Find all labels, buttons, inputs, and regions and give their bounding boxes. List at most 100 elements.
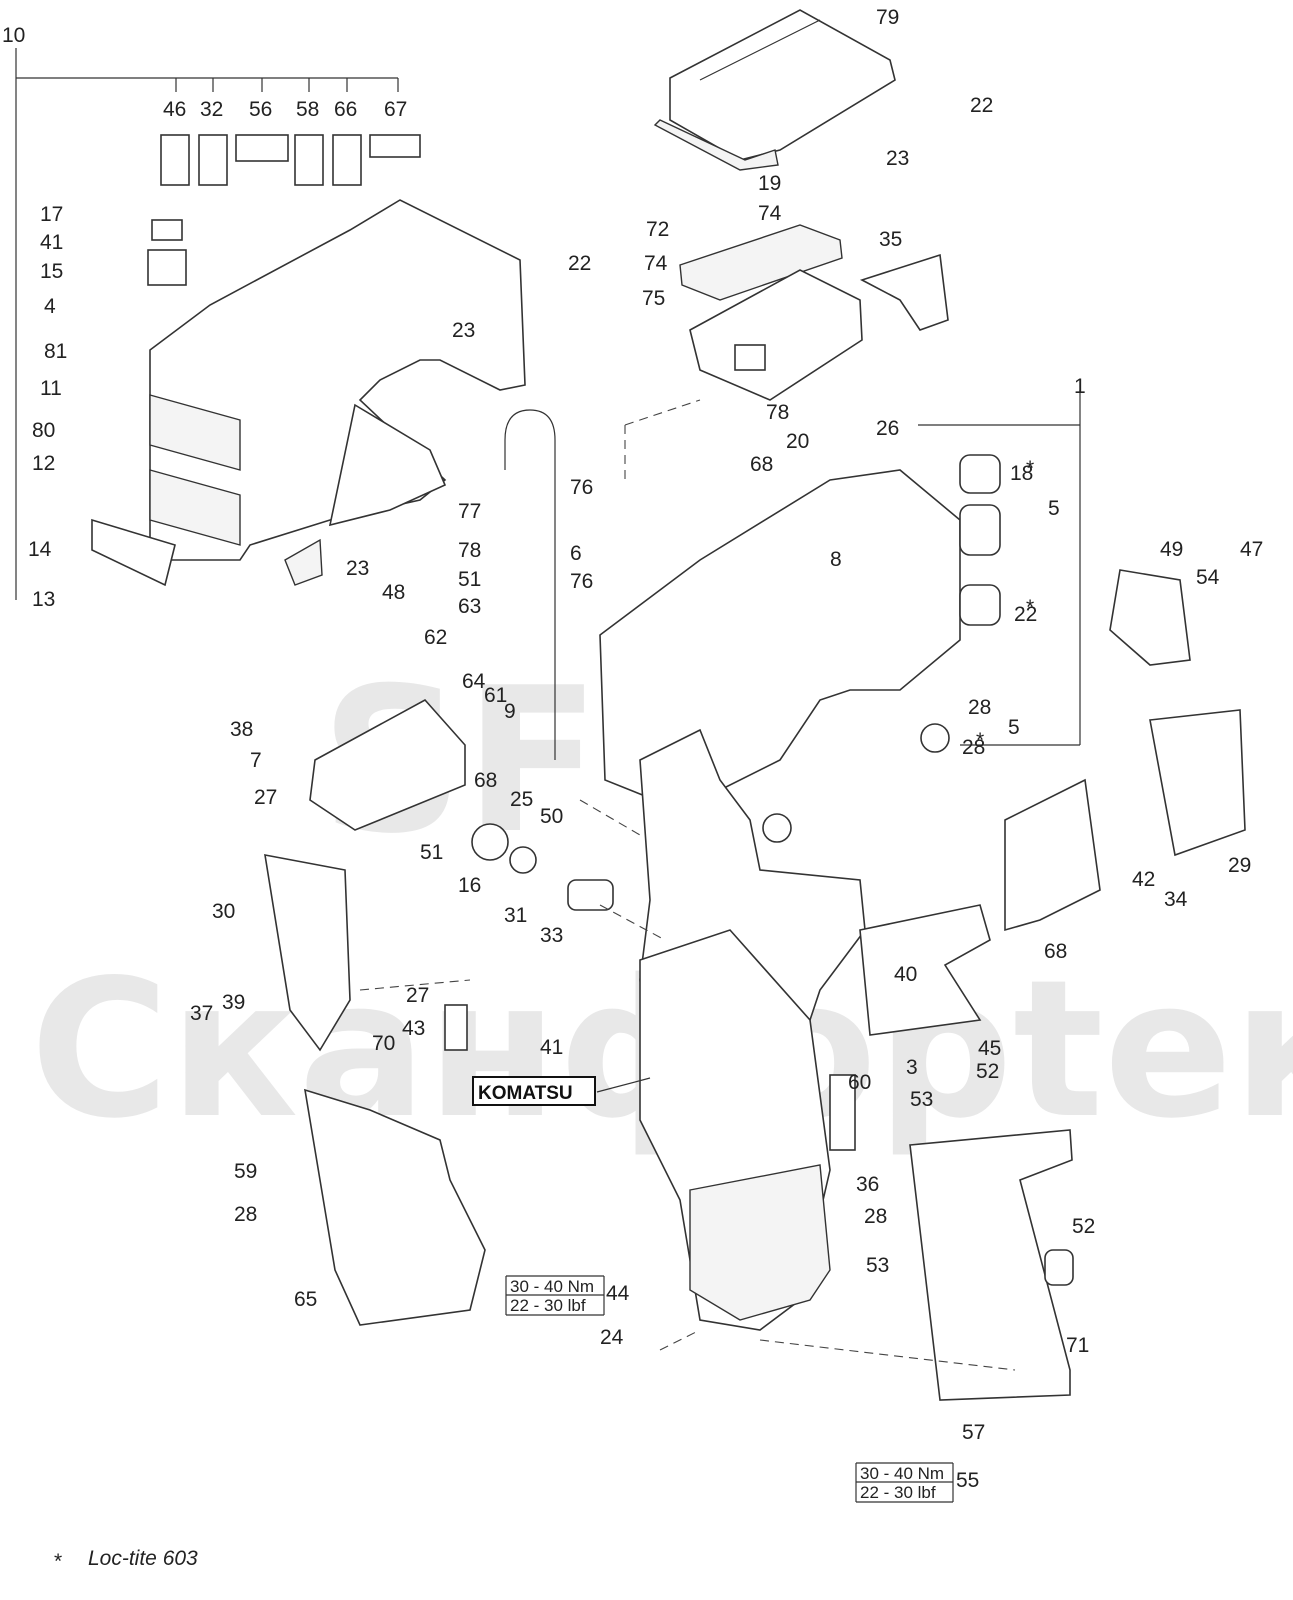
callout-label: 78 [766, 401, 789, 424]
callout-label: 17 [40, 203, 63, 226]
callout-label: 24 [600, 1326, 624, 1349]
callout-label: 23 [886, 147, 909, 170]
callout-label: 19 [758, 172, 781, 195]
callout-label: 31 [504, 904, 527, 927]
callout-label: 28 [962, 736, 985, 759]
callout-label: 30 [212, 900, 235, 923]
callout-label: 9 [504, 700, 516, 723]
torque-lbf: 22 - 30 lbf [860, 1483, 936, 1502]
callout-label: 27 [254, 786, 277, 809]
callout-label: 79 [876, 6, 899, 29]
callout-label: 32 [200, 98, 223, 121]
callout-label: 41 [540, 1036, 563, 1059]
callout-label: 14 [28, 538, 52, 561]
callout-label: 12 [32, 452, 55, 475]
callout-label: 72 [646, 218, 669, 241]
callout-label: 38 [230, 718, 253, 741]
callout-label: 81 [44, 340, 67, 363]
callout-label: 28 [864, 1205, 887, 1228]
callout-labels: 10 46 32 56 58 66 67 79 22 23 17 41 15 4… [2, 6, 1263, 1492]
top-cover-part [653, 9, 896, 171]
callout-label: 4 [44, 295, 56, 318]
torque-nm: 30 - 40 Nm [860, 1464, 944, 1483]
callout-label: 55 [956, 1469, 979, 1492]
callout-label: 60 [848, 1071, 871, 1094]
callout-label: 45 [978, 1037, 1001, 1060]
callout-label: 67 [384, 98, 407, 121]
callout-label: 40 [894, 963, 917, 986]
callout-label: 52 [976, 1060, 999, 1083]
callout-label: 27 [406, 984, 429, 1007]
callout-label: 63 [458, 595, 481, 618]
callout-label: 54 [1196, 566, 1220, 589]
leader-lines [359, 390, 1081, 1371]
callout-label: 28 [234, 1203, 257, 1226]
callout-label: 78 [458, 539, 481, 562]
callout-label: 37 [190, 1002, 213, 1025]
callout-label: 18 [1010, 462, 1033, 485]
callout-label: 48 [382, 581, 405, 604]
callout-label: 77 [458, 500, 481, 523]
callout-label: 57 [962, 1421, 985, 1444]
callout-label: 28 [968, 696, 991, 719]
callout-label: 66 [334, 98, 357, 121]
callout-label: 68 [1044, 940, 1067, 963]
callout-label: 71 [1066, 1334, 1089, 1357]
callout-label: 15 [40, 260, 63, 283]
callout-label: 51 [420, 841, 443, 864]
callout-label: 11 [40, 377, 62, 400]
callout-label: 76 [570, 476, 593, 499]
callout-label: 22 [568, 252, 591, 275]
callout-label: 6 [570, 542, 582, 565]
callout-label: 5 [1048, 497, 1060, 520]
main-chassis-part [599, 469, 991, 1331]
callout-label: 33 [540, 924, 563, 947]
callout-label: 49 [1160, 538, 1183, 561]
callout-label: 53 [866, 1254, 889, 1277]
callout-label: 39 [222, 991, 245, 1014]
footnote-symbol: * [54, 1550, 62, 1573]
callout-label: 23 [346, 557, 369, 580]
torque-lbf: 22 - 30 lbf [510, 1296, 586, 1315]
callout-label: 22 [970, 94, 993, 117]
upper-frame-part [149, 199, 526, 586]
callout-label: 26 [876, 417, 899, 440]
callout-label: 50 [540, 805, 563, 828]
footnote-text: Loc-tite 603 [88, 1547, 198, 1570]
torque-spec-1: 30 - 40 Nm 22 - 30 lbf [505, 1275, 605, 1316]
callout-label: 5 [1008, 716, 1020, 739]
control-box-part [679, 224, 863, 401]
callout-label: 16 [458, 874, 481, 897]
callout-label: 36 [856, 1173, 879, 1196]
callout-label: 35 [879, 228, 902, 251]
callout-label: 41 [40, 231, 63, 254]
callout-label: 74 [644, 252, 668, 275]
callout-label: 51 [458, 568, 481, 591]
svg-text:*: * [976, 729, 984, 752]
callout-label: 62 [424, 626, 447, 649]
callout-label: 44 [606, 1282, 630, 1305]
callout-label: 13 [32, 588, 55, 611]
svg-text:*: * [1026, 457, 1034, 480]
callout-label: 68 [474, 769, 497, 792]
callout-label: 8 [830, 548, 842, 571]
callout-label: 1 [1074, 375, 1086, 398]
callout-label: 74 [758, 202, 782, 225]
callout-label: 70 [372, 1032, 395, 1055]
bracket-35-part [859, 253, 949, 331]
hose-part [504, 409, 556, 760]
callout-label: 34 [1164, 888, 1188, 911]
loctite-markers: * * * [976, 457, 1034, 752]
callout-label: 59 [234, 1160, 257, 1183]
callout-label: 20 [786, 430, 809, 453]
callout-label: 29 [1228, 854, 1251, 877]
torque-spec-2: 30 - 40 Nm 22 - 30 lbf [855, 1462, 954, 1503]
callout-label: 10 [2, 24, 25, 47]
callout-label: 42 [1132, 868, 1155, 891]
misc-small-parts [91, 219, 1246, 1401]
komatsu-label: KOMATSU [472, 1076, 651, 1106]
callout-label: 80 [32, 419, 55, 442]
callout-label: 43 [402, 1017, 425, 1040]
callout-label: 58 [296, 98, 319, 121]
footnote: * Loc-tite 603 [54, 1547, 198, 1573]
